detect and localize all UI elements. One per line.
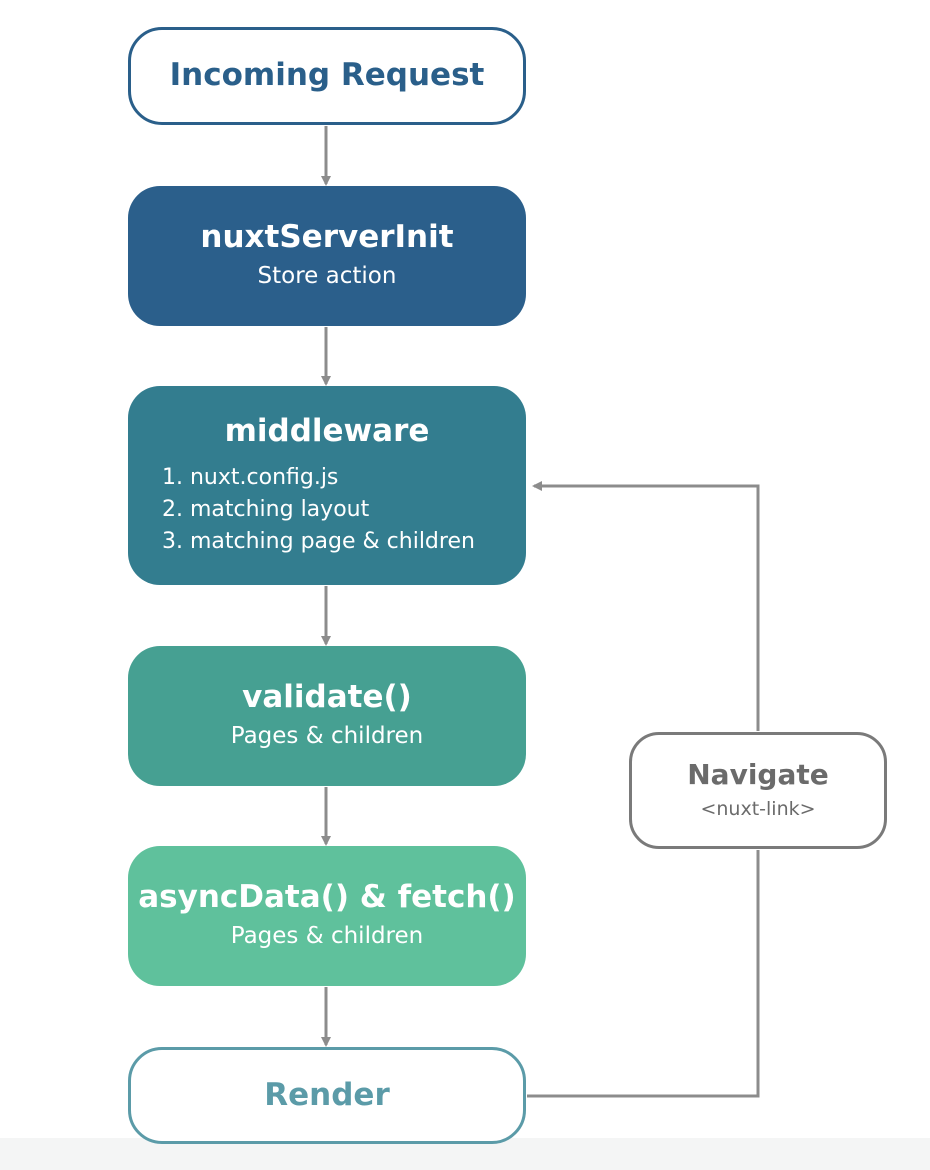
node-validate-title: validate() (242, 679, 412, 716)
node-middleware-title: middleware (224, 413, 430, 449)
middleware-step-item: 2. matching layout (162, 496, 370, 522)
node-navigate: Navigate <nuxt-link> (629, 732, 887, 849)
edge-navigate-to-middleware (532, 481, 760, 731)
node-middleware-steps: 1. nuxt.config.js 2. matching layout 3. … (162, 462, 475, 558)
middleware-step-item: 3. matching page & children (162, 528, 475, 554)
node-asyncdata-fetch-subtitle: Pages & children (230, 922, 424, 949)
node-render: Render (128, 1047, 526, 1144)
node-asyncdata-fetch-title: asyncData() & fetch() (138, 879, 516, 916)
node-validate-subtitle: Pages & children (230, 722, 424, 749)
edge-render-to-navigate (527, 850, 760, 1098)
node-nuxtserverinit-title: nuxtServerInit (200, 219, 454, 256)
node-incoming-request-title: Incoming Request (169, 57, 485, 94)
node-navigate-title: Navigate (687, 758, 829, 792)
node-incoming-request: Incoming Request (128, 27, 526, 125)
node-nuxtserverinit-subtitle: Store action (257, 262, 397, 289)
node-render-title: Render (264, 1076, 390, 1113)
node-asyncdata-fetch: asyncData() & fetch() Pages & children (128, 846, 526, 986)
node-nuxtserverinit: nuxtServerInit Store action (128, 186, 526, 326)
node-middleware: middleware 1. nuxt.config.js 2. matching… (128, 386, 526, 585)
node-validate: validate() Pages & children (128, 646, 526, 786)
middleware-step-item: 1. nuxt.config.js (162, 464, 339, 490)
node-navigate-subtitle: <nuxt-link> (700, 798, 816, 821)
